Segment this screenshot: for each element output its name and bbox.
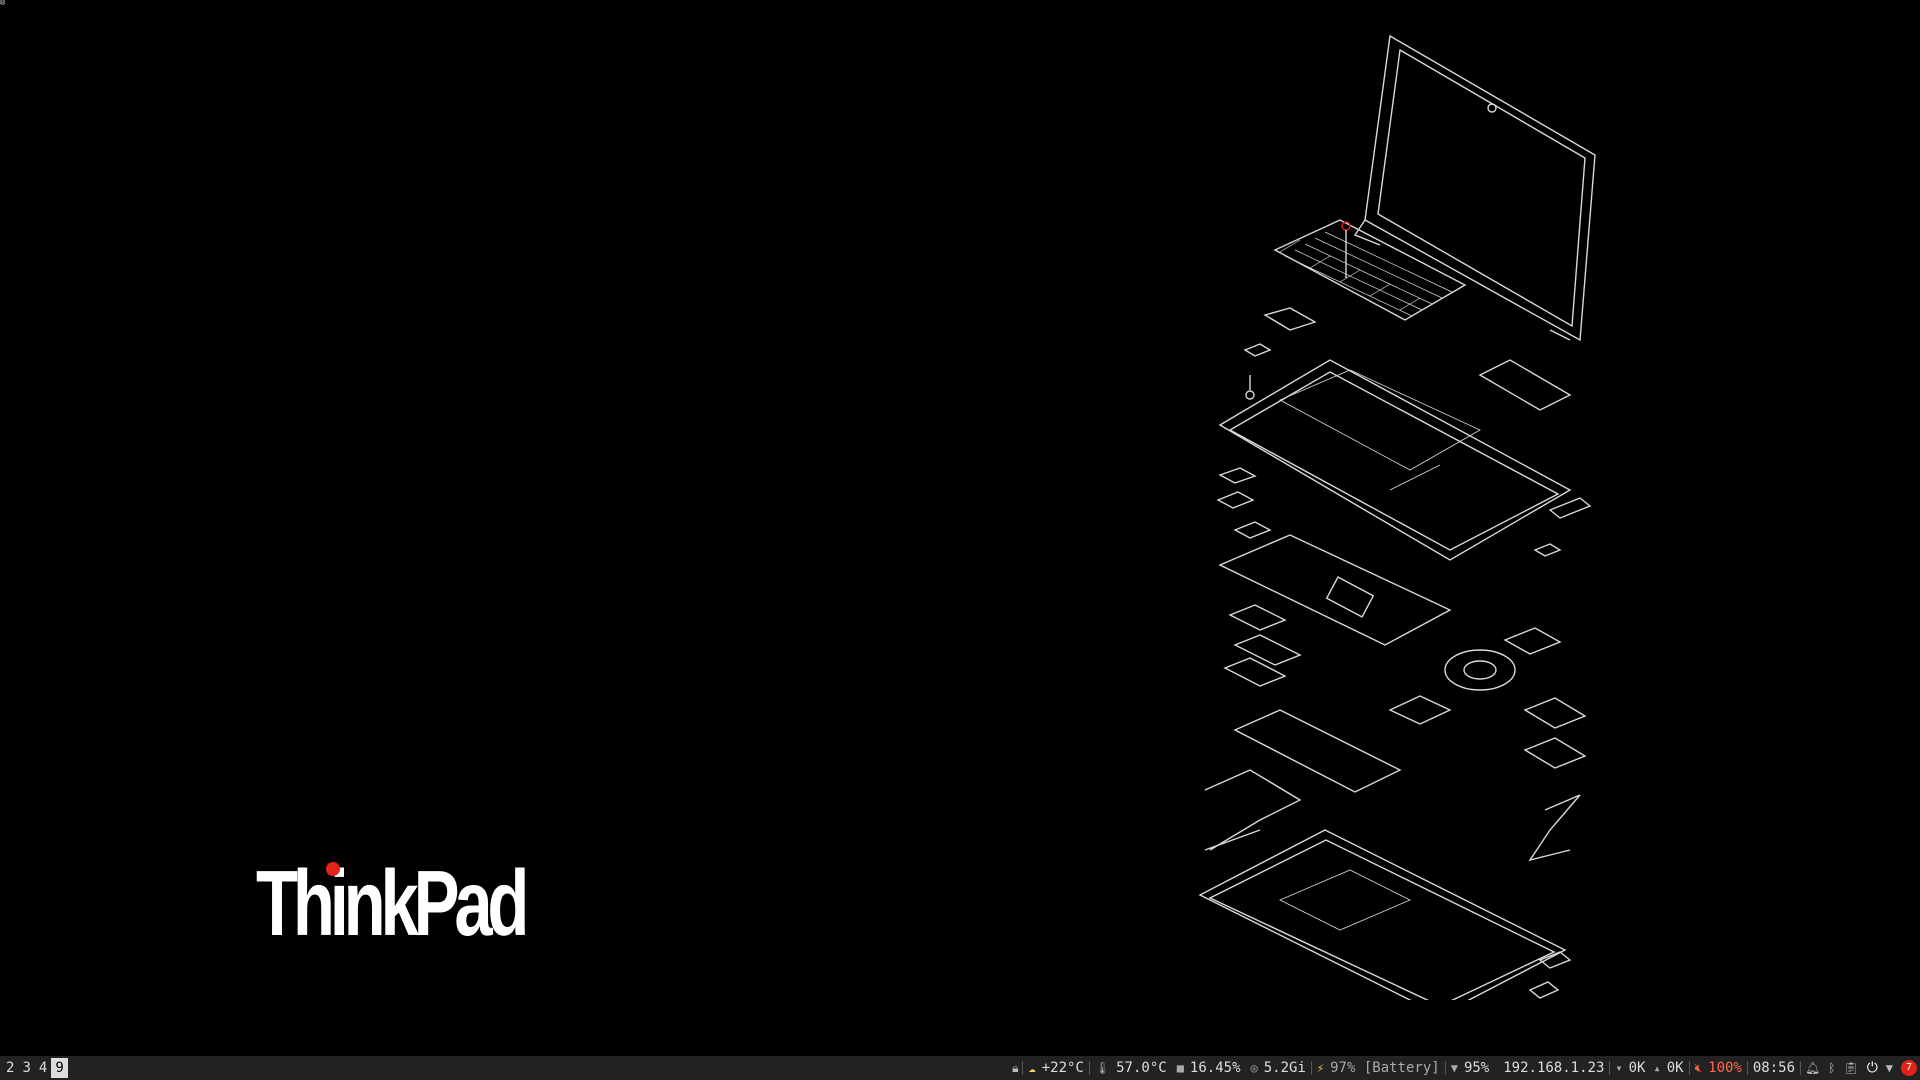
cpu-chip-icon: ■ (1176, 1061, 1184, 1075)
workspace-button-2[interactable]: 2 (6, 1060, 15, 1076)
net-down-value: 0K (1628, 1060, 1646, 1076)
volume-value: 100% (1708, 1060, 1742, 1076)
wifi-value: 95% (1463, 1060, 1490, 1076)
separator (1688, 1061, 1690, 1075)
wifi-icon: ▼ (1450, 1061, 1458, 1075)
download-arrow-icon: ▾ (1615, 1061, 1623, 1075)
workspace-button-4[interactable]: 4 (38, 1060, 48, 1076)
lightning-icon: ⚡︎ (1316, 1061, 1325, 1075)
ip-address: 192.168.1.23 (1503, 1060, 1605, 1076)
net-up-value: 0K (1666, 1060, 1684, 1076)
bell-icon[interactable]: 🔔︎ (1805, 1061, 1821, 1075)
registered-mark: ® (0, 0, 6, 7)
wifi-module[interactable]: ▼ 95% 192.168.1.23 (1446, 1056, 1610, 1080)
workspace-switcher: 2 3 4 9 (2, 1058, 68, 1078)
speaker-muted-icon: 🔇︎ (1694, 1061, 1703, 1075)
weather-module[interactable]: ☁ +22°C (1023, 1056, 1088, 1080)
memory-value: 5.2Gi (1263, 1060, 1306, 1076)
upload-arrow-icon: ▴ (1653, 1061, 1661, 1075)
workspace-button-3[interactable]: 3 (22, 1060, 31, 1076)
power-icon[interactable]: ⏻ (1866, 1060, 1878, 1076)
separator (1609, 1061, 1611, 1075)
separator (1800, 1061, 1802, 1075)
separator (1746, 1061, 1748, 1075)
status-modules: 🔒︎ ☁ +22°C 🌡︎ 57.0°C ■ 16.45% ◎ 5.2Gi ⚡︎… (1008, 1056, 1920, 1080)
lock-icon[interactable]: 🔒︎ (1012, 1061, 1019, 1075)
status-bar: 2 3 4 9 🔒︎ ☁ +22°C 🌡︎ 57.0°C ■ 16.45% ◎ … (0, 1056, 1920, 1080)
cpu-usage-value: 16.45% (1189, 1060, 1241, 1076)
cpu-usage-module[interactable]: ■ 16.45% (1172, 1056, 1246, 1080)
clipboard-icon[interactable]: 📋︎ (1843, 1061, 1859, 1075)
exploded-laptop-illustration (1150, 30, 1620, 1016)
volume-module[interactable]: 🔇︎ 100% (1690, 1056, 1747, 1080)
weather-value: +22°C (1041, 1060, 1084, 1076)
separator (1310, 1061, 1312, 1075)
bluetooth-icon[interactable]: ᛒ (1828, 1061, 1836, 1075)
clock-module[interactable]: 08:56 (1748, 1056, 1800, 1080)
memory-module[interactable]: ◎ 5.2Gi (1246, 1056, 1311, 1080)
wifi-tray-icon[interactable]: ▼ (1885, 1061, 1893, 1075)
network-traffic-module[interactable]: ▾ 0K ▴ 0K (1610, 1056, 1688, 1080)
battery-module[interactable]: ⚡︎ 97% [Battery] (1312, 1056, 1445, 1080)
thinkpad-logo: ThinkPad (256, 857, 529, 950)
desktop: ThinkPad ® (0, 0, 1620, 1016)
notification-badge-icon[interactable]: 7 (1901, 1060, 1917, 1076)
workspace-button-9[interactable]: 9 (51, 1058, 68, 1078)
logo-wordmark: ThinkPad (256, 851, 529, 955)
logo-red-dot (326, 862, 340, 876)
cpu-temp-value: 57.0°C (1116, 1060, 1167, 1076)
weather-cloud-sun-icon: ☁ (1028, 1061, 1036, 1075)
memory-icon: ◎ (1250, 1061, 1258, 1075)
separator (1022, 1061, 1024, 1075)
cpu-temp-module[interactable]: 🌡︎ 57.0°C (1090, 1056, 1172, 1080)
clock-value: 08:56 (1752, 1060, 1796, 1076)
separator (1444, 1061, 1446, 1075)
thermometer-icon: 🌡︎ (1094, 1061, 1111, 1075)
separator (1088, 1061, 1090, 1075)
battery-value: 97% [Battery] (1330, 1060, 1440, 1076)
